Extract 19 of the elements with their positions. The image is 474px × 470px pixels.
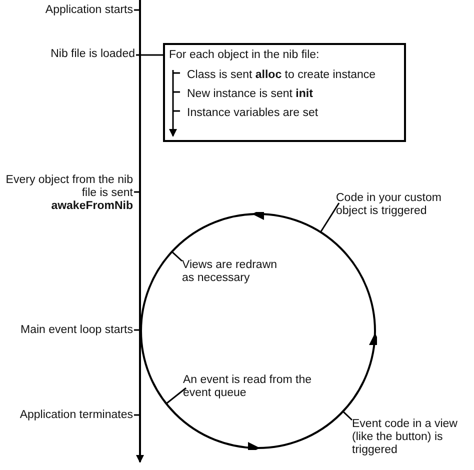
step-text: Class is sent alloc to create instance (187, 69, 376, 82)
leader-line (166, 387, 186, 404)
timeline-label: Application terminates (18, 409, 133, 422)
step-text: Instance variables are set (187, 107, 318, 120)
step-text: New instance is sent init (187, 88, 313, 101)
timeline-label: Every object from the nib file is sent awakeFromNib (4, 174, 133, 213)
connector-line (136, 54, 163, 56)
box-heading: For each object in the nib file: (169, 49, 320, 62)
leader-line (171, 251, 182, 262)
timeline-label: Main event loop starts (19, 324, 133, 337)
timeline-label: Application starts (44, 4, 133, 17)
loop-step-label: Event code in a view (like the button) is triggered (352, 418, 472, 457)
loop-step-label: An event is read from the event queue (183, 374, 313, 400)
leader-line (320, 202, 340, 232)
loop-step-label: Code in your custom object is triggered (336, 192, 466, 218)
loop-step-label: Views are redrawn as necessary (182, 259, 292, 285)
process-box (163, 43, 406, 142)
leader-line (342, 410, 353, 421)
timeline-label: Nib file is loaded (30, 48, 135, 61)
